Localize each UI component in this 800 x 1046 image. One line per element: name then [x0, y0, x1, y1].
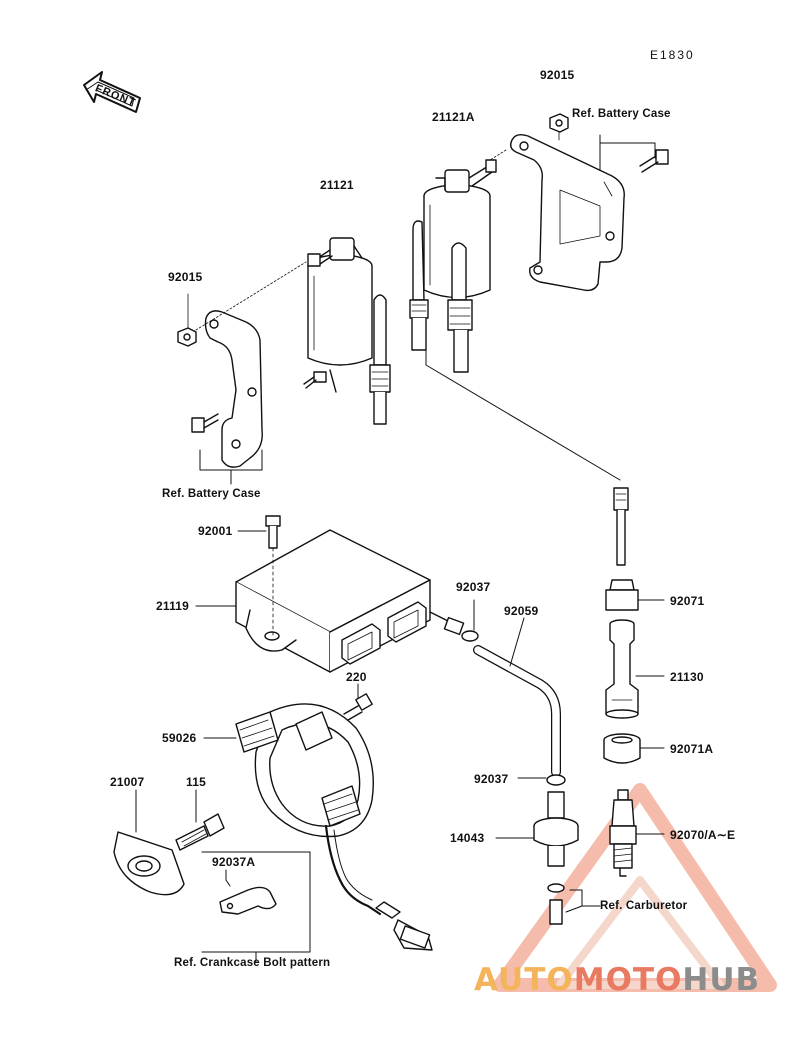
- bolt-top-right: [639, 149, 669, 173]
- part-92015-left: 92015: [168, 270, 203, 284]
- ignition-coil-21121a: [409, 159, 497, 373]
- seal-92071: [605, 579, 665, 611]
- part-92037-mid: 92037: [474, 772, 509, 786]
- spark-plug-92070: [609, 789, 665, 877]
- carburetor-fitting: [547, 883, 601, 925]
- part-92037-top: 92037: [456, 580, 491, 594]
- part-21121a: 21121A: [432, 110, 475, 124]
- part-220: 220: [346, 670, 367, 684]
- part-21007: 21007: [110, 775, 145, 789]
- coil-bracket-left: [204, 310, 263, 468]
- pulser-coil-59026: [203, 703, 433, 951]
- watermark-word-1: AUTO: [474, 962, 574, 998]
- seal-92071a: [603, 733, 665, 764]
- cdi-unit-21119: [235, 529, 465, 673]
- clamp-92037a-box: [201, 851, 311, 963]
- plug-lead-end: [613, 487, 629, 566]
- part-14043: 14043: [450, 831, 485, 845]
- ref-carburetor: Ref. Carburetor: [600, 900, 688, 912]
- ref-battery-case-left: Ref. Battery Case: [162, 488, 261, 500]
- watermark-text: AUTOMOTOHUB: [474, 962, 760, 998]
- nut-92015-left: [177, 327, 197, 347]
- part-92037a: 92037A: [212, 855, 256, 869]
- part-21121: 21121: [320, 178, 354, 192]
- nut-92015-top: [549, 113, 569, 133]
- figure-code: E1830: [650, 48, 695, 62]
- part-59026: 59026: [162, 731, 197, 745]
- part-92059: 92059: [504, 604, 539, 618]
- ref-battery-case-top: Ref. Battery Case: [572, 108, 671, 120]
- part-115: 115: [186, 775, 206, 789]
- plate-21007: [113, 789, 185, 896]
- ignition-coil-21121: [303, 237, 391, 425]
- spark-plug-cap-21130: [605, 619, 665, 719]
- clip-92037-mid: [517, 774, 566, 786]
- bolt-220: [343, 683, 373, 721]
- bolt-92001: [237, 515, 281, 637]
- clip-92037-top: [461, 599, 479, 642]
- watermark-word-2: MOTO: [573, 962, 683, 998]
- coil-bracket-right: [509, 133, 625, 292]
- bolt-115: [175, 789, 225, 851]
- hose-92059: [473, 617, 561, 777]
- part-92070: 92070/A∼E: [670, 828, 736, 842]
- ref-crankcase-bolt-pattern: Ref. Crankcase Bolt pattern: [174, 957, 331, 969]
- part-21130: 21130: [670, 670, 704, 684]
- part-92015-top: 92015: [540, 68, 575, 82]
- part-92071a: 92071A: [670, 742, 714, 756]
- part-92071: 92071: [670, 594, 705, 608]
- front-arrow-icon: [83, 71, 141, 113]
- part-21119: 21119: [156, 599, 190, 613]
- watermark-logo: [493, 783, 777, 992]
- watermark-word-3: HUB: [682, 962, 761, 998]
- fuel-filter-14043: [495, 791, 579, 867]
- part-92001: 92001: [198, 524, 233, 538]
- bolt-left: [191, 413, 219, 433]
